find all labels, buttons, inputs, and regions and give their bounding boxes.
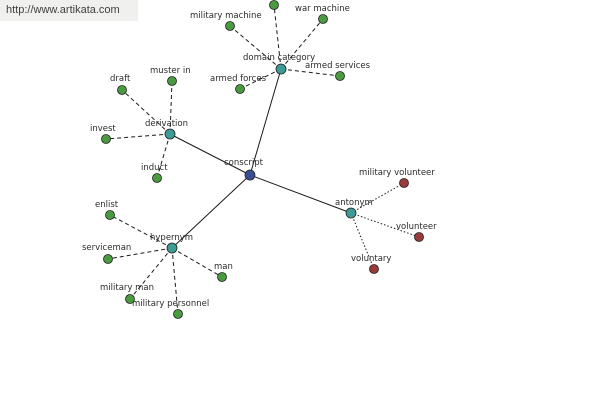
word-node-w2[interactable] [269,0,279,10]
edge-antonym-volunteer [350,212,420,238]
word-node-draft[interactable] [117,85,127,95]
relation-node-derivation[interactable] [164,128,176,140]
edge-antonym-voluntary [350,212,375,270]
node-label-induct: induct [141,163,168,173]
word-node-voluntary[interactable] [369,264,379,274]
edge-derivation-invest [105,133,171,140]
word-node-muster-in[interactable] [167,76,177,86]
node-label-serviceman: serviceman [82,243,131,253]
edge-hypernym-enlist [109,214,173,249]
edge-derivation-muster-in [169,80,173,135]
edge-root-hypernym [171,174,251,249]
node-label-draft: draft [110,74,131,84]
edge-root-derivation [169,133,251,176]
node-label-derivation: derivation [145,119,188,129]
node-label-conscript: conscript [224,158,264,168]
word-node-enlist[interactable] [105,210,115,220]
edge-root-antonym [249,174,352,214]
relation-node-domain-category[interactable] [275,63,287,75]
node-label-antonym: antonym [335,198,373,208]
node-label-domain-category: domain category [243,53,315,63]
edge-hypernym-serviceman [107,247,173,260]
node-label-military-man: military man [100,283,154,293]
node-label-military-personnel: military personnel [132,299,209,309]
word-node-armed-forces[interactable] [235,84,245,94]
watermark-url: http://www.artikata.com [0,0,138,21]
node-label-war-machine: war machine [295,4,350,14]
word-node-induct[interactable] [152,173,162,183]
edge-domain-category-w2 [273,4,282,70]
node-label-voluntary: voluntary [351,254,391,264]
word-node-war-machine[interactable] [318,14,328,24]
edge-domain-category-war-machine [280,18,324,70]
root-node-conscript[interactable] [244,169,256,181]
word-node-military-machine[interactable] [225,21,235,31]
word-node-volunteer[interactable] [414,232,424,242]
edge-domain-category-armed-forces [239,68,282,90]
node-label-armed-forces: armed forces [210,74,267,84]
word-node-military-personnel[interactable] [173,309,183,319]
edge-domain-category-armed-services [280,68,341,77]
node-label-invest: invest [90,124,116,134]
edge-root-domain-category [249,68,282,176]
node-label-man: man [214,262,233,272]
relation-node-antonym[interactable] [345,207,357,219]
word-node-invest[interactable] [101,134,111,144]
node-label-hypernym: hypernym [150,233,193,243]
graph-edges [105,4,420,315]
graph-nodes [101,0,424,319]
word-node-military-volunteer[interactable] [399,178,409,188]
node-label-enlist: enlist [95,200,119,210]
node-label-muster-in: muster in [150,66,191,76]
relation-node-hypernym[interactable] [166,242,178,254]
edge-hypernym-man [171,247,223,278]
word-node-man[interactable] [217,272,227,282]
word-node-military-man[interactable] [125,294,135,304]
node-label-armed-services: armed services [305,61,371,71]
edge-derivation-draft [121,89,171,135]
edge-derivation-induct [156,133,171,179]
node-label-military-machine: military machine [190,11,262,21]
node-label-military-volunteer: military volunteer [359,168,435,178]
word-node-serviceman[interactable] [103,254,113,264]
graph-labels: conscript domain category derivation hypern… [82,4,437,309]
node-label-volunteer: volunteer [396,222,437,232]
word-node-armed-services[interactable] [335,71,345,81]
